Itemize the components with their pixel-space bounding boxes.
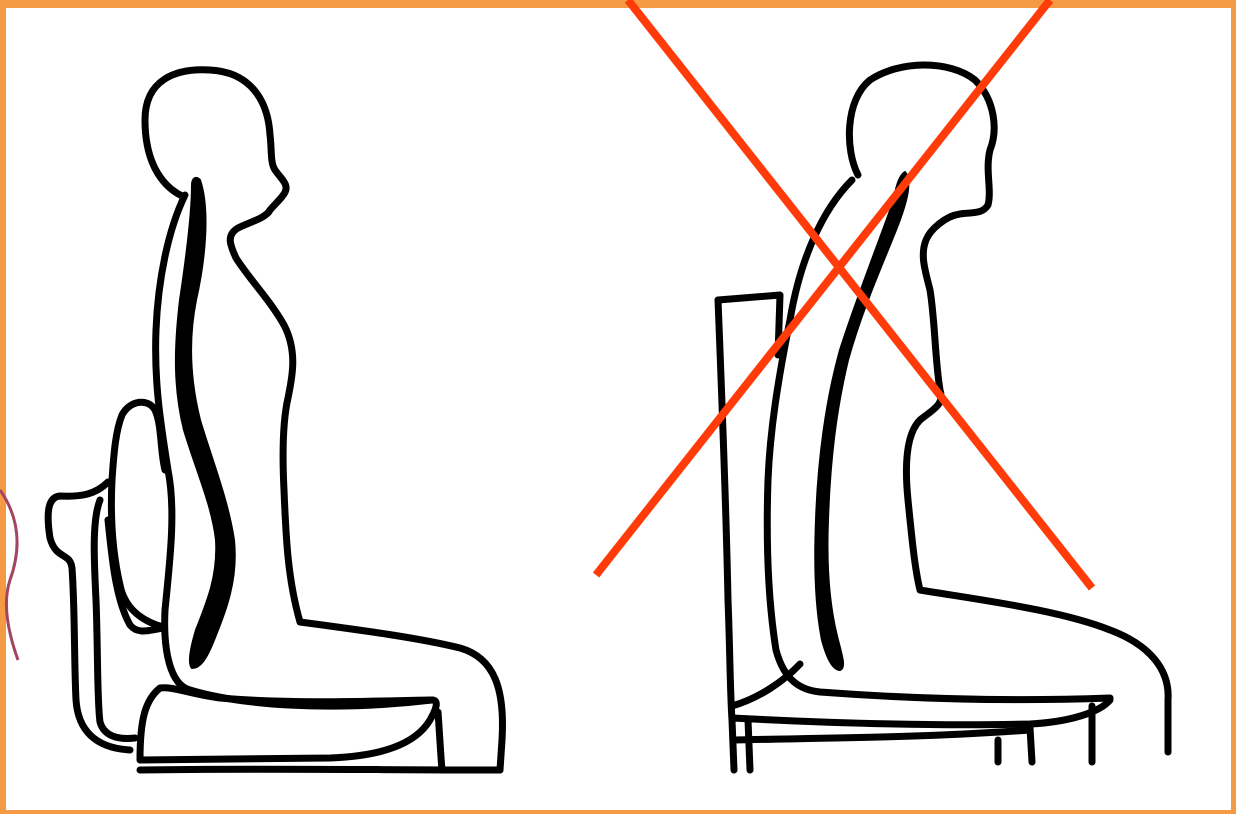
incorrect-posture-figure bbox=[718, 65, 1168, 770]
ergonomic-chair-seat bbox=[140, 688, 436, 760]
correct-spine bbox=[176, 178, 235, 668]
incorrect-body-outline bbox=[849, 65, 1168, 752]
straight-chair-post-inner bbox=[748, 720, 750, 770]
correct-posture-figure bbox=[48, 70, 502, 770]
ergonomic-chair-leg bbox=[438, 712, 442, 770]
straight-chair-seat-bottom bbox=[734, 730, 1030, 740]
incorrect-spine bbox=[815, 172, 908, 670]
ergonomic-chair-frame-outer bbox=[48, 482, 130, 750]
incorrect-cross-mark bbox=[596, 0, 1092, 588]
straight-chair-back bbox=[718, 295, 780, 355]
straight-chair-post bbox=[718, 300, 734, 770]
ergonomic-chair-seat-base bbox=[140, 769, 500, 770]
